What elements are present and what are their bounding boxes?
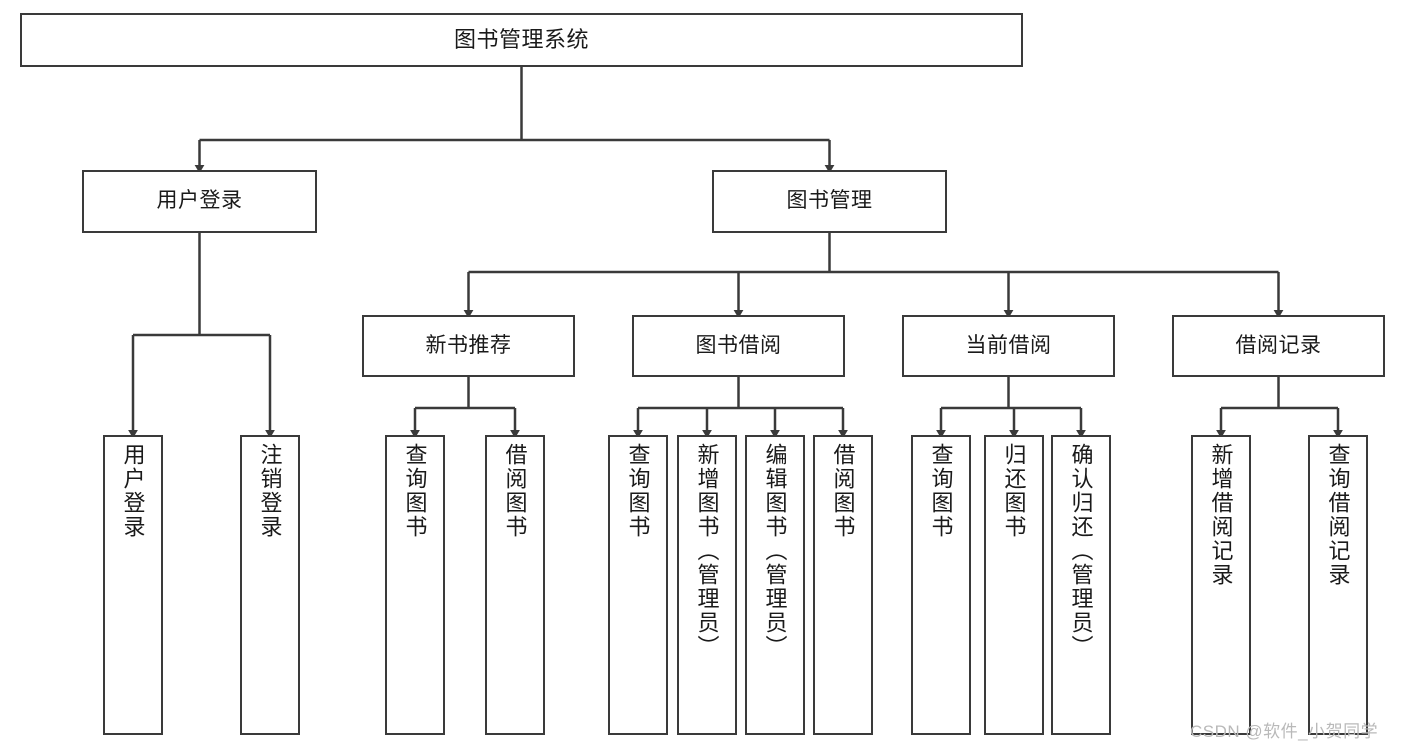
node-label: 编辑图书（管理员） (762, 443, 788, 659)
node-label: 借阅记录 (1235, 333, 1322, 357)
wire-group (128, 67, 1343, 439)
node-leaf-brw-query[interactable]: 查询图书 (608, 435, 668, 735)
node-leaf-rec-borrow[interactable]: 借阅图书 (485, 435, 545, 735)
node-leaf-brw-edit[interactable]: 编辑图书（管理员） (745, 435, 805, 735)
node-leaf-rec-query[interactable]: 查询图书 (385, 435, 445, 735)
node-label: 新书推荐 (425, 333, 512, 357)
node-leaf-cur-return[interactable]: 归还图书 (984, 435, 1044, 735)
node-label: 查询借阅记录 (1325, 443, 1351, 587)
node-label: 归还图书 (1001, 443, 1027, 539)
node-label: 借阅图书 (502, 443, 528, 539)
node-borrow-record[interactable]: 借阅记录 (1172, 315, 1385, 377)
node-new-book-rec[interactable]: 新书推荐 (362, 315, 575, 377)
node-label: 新增图书（管理员） (694, 443, 720, 659)
node-label: 用户登录 (156, 189, 243, 213)
node-user-login[interactable]: 用户登录 (82, 170, 317, 233)
node-label: 借阅图书 (830, 443, 856, 539)
node-leaf-cur-query[interactable]: 查询图书 (911, 435, 971, 735)
node-book-borrow[interactable]: 图书借阅 (632, 315, 845, 377)
node-leaf-log-add[interactable]: 新增借阅记录 (1191, 435, 1251, 735)
node-label: 查询图书 (625, 443, 651, 539)
node-leaf-cur-confirm[interactable]: 确认归还（管理员） (1051, 435, 1111, 735)
node-label: 当前借阅 (965, 333, 1052, 357)
node-label: 注销登录 (257, 443, 283, 539)
csdn-watermark: CSDN @软件_小贺同学 (1190, 722, 1379, 741)
node-label: 查询图书 (402, 443, 428, 539)
node-label: 查询图书 (928, 443, 954, 539)
node-label: 用户登录 (120, 443, 146, 539)
node-current-borrow[interactable]: 当前借阅 (902, 315, 1115, 377)
node-label: 图书管理 (786, 189, 873, 213)
node-label: 图书管理系统 (453, 27, 589, 53)
node-leaf-brw-add[interactable]: 新增图书（管理员） (677, 435, 737, 735)
node-book-manage[interactable]: 图书管理 (712, 170, 947, 233)
node-leaf-user-login[interactable]: 用户登录 (103, 435, 163, 735)
node-label: 新增借阅记录 (1208, 443, 1234, 587)
node-root[interactable]: 图书管理系统 (20, 13, 1023, 67)
node-leaf-log-query[interactable]: 查询借阅记录 (1308, 435, 1368, 735)
node-leaf-brw-borrow[interactable]: 借阅图书 (813, 435, 873, 735)
node-label: 确认归还（管理员） (1068, 443, 1094, 659)
node-label: 图书借阅 (695, 333, 782, 357)
node-leaf-user-logout[interactable]: 注销登录 (240, 435, 300, 735)
